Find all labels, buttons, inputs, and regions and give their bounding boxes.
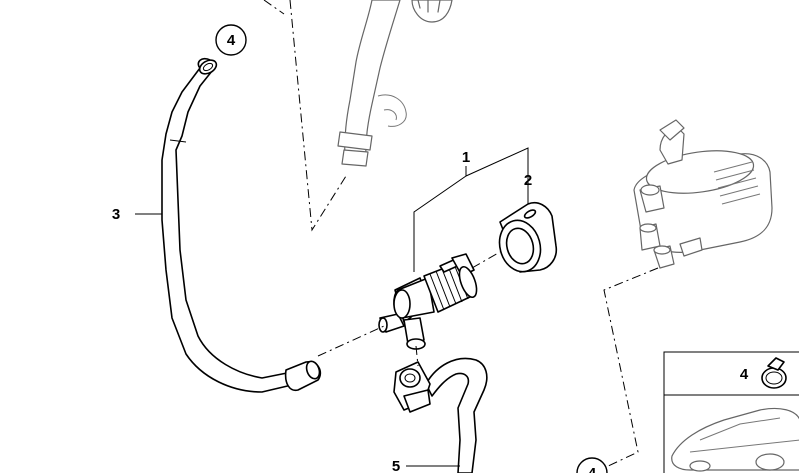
inset-callout-4-label: 4	[740, 366, 749, 383]
hose-part-5	[393, 357, 488, 473]
callout-5-label: 5	[392, 458, 400, 473]
grommet-part-2	[498, 201, 558, 273]
valve-part-1	[378, 253, 478, 350]
hose-clamp-icon	[761, 357, 787, 389]
inset-panel	[663, 351, 799, 473]
car-silhouette-icon	[671, 407, 799, 472]
callout-circle-bottom	[576, 457, 608, 473]
leader-lines	[135, 0, 659, 469]
callout-3-label: 3	[112, 206, 120, 223]
callout-2-label: 2	[524, 172, 532, 189]
hose-part-3	[161, 57, 322, 393]
callout-4-bottom-label: 4	[588, 465, 597, 473]
callout-4-top-label: 4	[227, 32, 236, 49]
callout-circle-top	[215, 24, 247, 56]
callout-1-label: 1	[462, 149, 470, 166]
background-intake-pipe	[337, 0, 453, 167]
fuel-canister	[633, 119, 773, 269]
